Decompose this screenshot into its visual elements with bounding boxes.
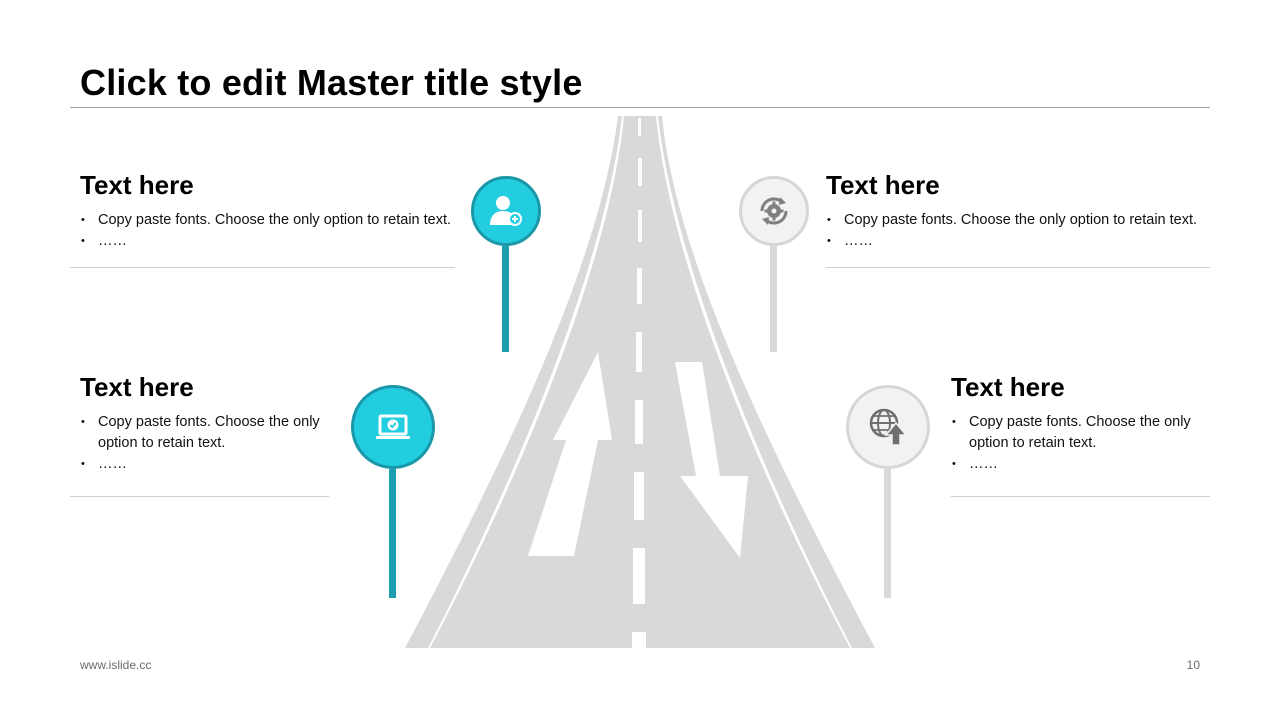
block-divider xyxy=(70,496,329,497)
bullet-item[interactable]: Copy paste fonts. Choose the only option… xyxy=(951,412,1211,454)
bullet-item[interactable]: …… xyxy=(826,231,1216,252)
title-divider xyxy=(70,107,1210,108)
bullet-item[interactable]: …… xyxy=(80,231,470,252)
marker-circle xyxy=(846,385,930,469)
bullet-list: Copy paste fonts. Choose the only option… xyxy=(80,210,470,252)
slide-title[interactable]: Click to edit Master title style xyxy=(80,62,583,103)
add-user-icon xyxy=(490,196,522,226)
marker-stick xyxy=(502,246,509,352)
block-divider xyxy=(826,267,1210,268)
text-block-top-left: Text here Copy paste fonts. Choose the o… xyxy=(70,170,470,268)
block-heading[interactable]: Text here xyxy=(951,372,1065,402)
globe-upload-icon xyxy=(869,408,908,446)
gear-refresh-icon xyxy=(760,197,788,225)
laptop-check-icon xyxy=(376,414,410,439)
bullet-list: Copy paste fonts. Choose the only option… xyxy=(80,412,330,475)
bullet-item[interactable]: …… xyxy=(951,454,1211,475)
page-number: 10 xyxy=(1186,658,1200,672)
marker-stick xyxy=(389,469,396,598)
block-heading[interactable]: Text here xyxy=(80,170,194,200)
marker-circle xyxy=(739,176,809,246)
bullet-list: Copy paste fonts. Choose the only option… xyxy=(826,210,1216,252)
arrow-up-icon xyxy=(528,352,612,556)
block-heading[interactable]: Text here xyxy=(80,372,194,402)
marker-stick xyxy=(770,246,777,352)
marker-circle xyxy=(351,385,435,469)
bullet-item[interactable]: …… xyxy=(80,454,330,475)
block-divider xyxy=(951,496,1210,497)
block-divider xyxy=(70,267,455,268)
bullet-item[interactable]: Copy paste fonts. Choose the only option… xyxy=(80,412,330,454)
marker-stick xyxy=(884,469,891,598)
block-heading[interactable]: Text here xyxy=(826,170,940,200)
text-block-bottom-left: Text here Copy paste fonts. Choose the o… xyxy=(70,372,330,497)
center-line xyxy=(632,118,646,648)
text-block-top-right: Text here Copy paste fonts. Choose the o… xyxy=(826,170,1216,268)
footer-website: www.islide.cc xyxy=(80,658,152,672)
text-block-bottom-right: Text here Copy paste fonts. Choose the o… xyxy=(951,372,1211,497)
bullet-item[interactable]: Copy paste fonts. Choose the only option… xyxy=(80,210,470,231)
arrow-down-icon xyxy=(675,362,748,558)
bullet-item[interactable]: Copy paste fonts. Choose the only option… xyxy=(826,210,1216,231)
road-surface xyxy=(430,116,850,648)
bullet-list: Copy paste fonts. Choose the only option… xyxy=(951,412,1211,475)
marker-circle xyxy=(471,176,541,246)
